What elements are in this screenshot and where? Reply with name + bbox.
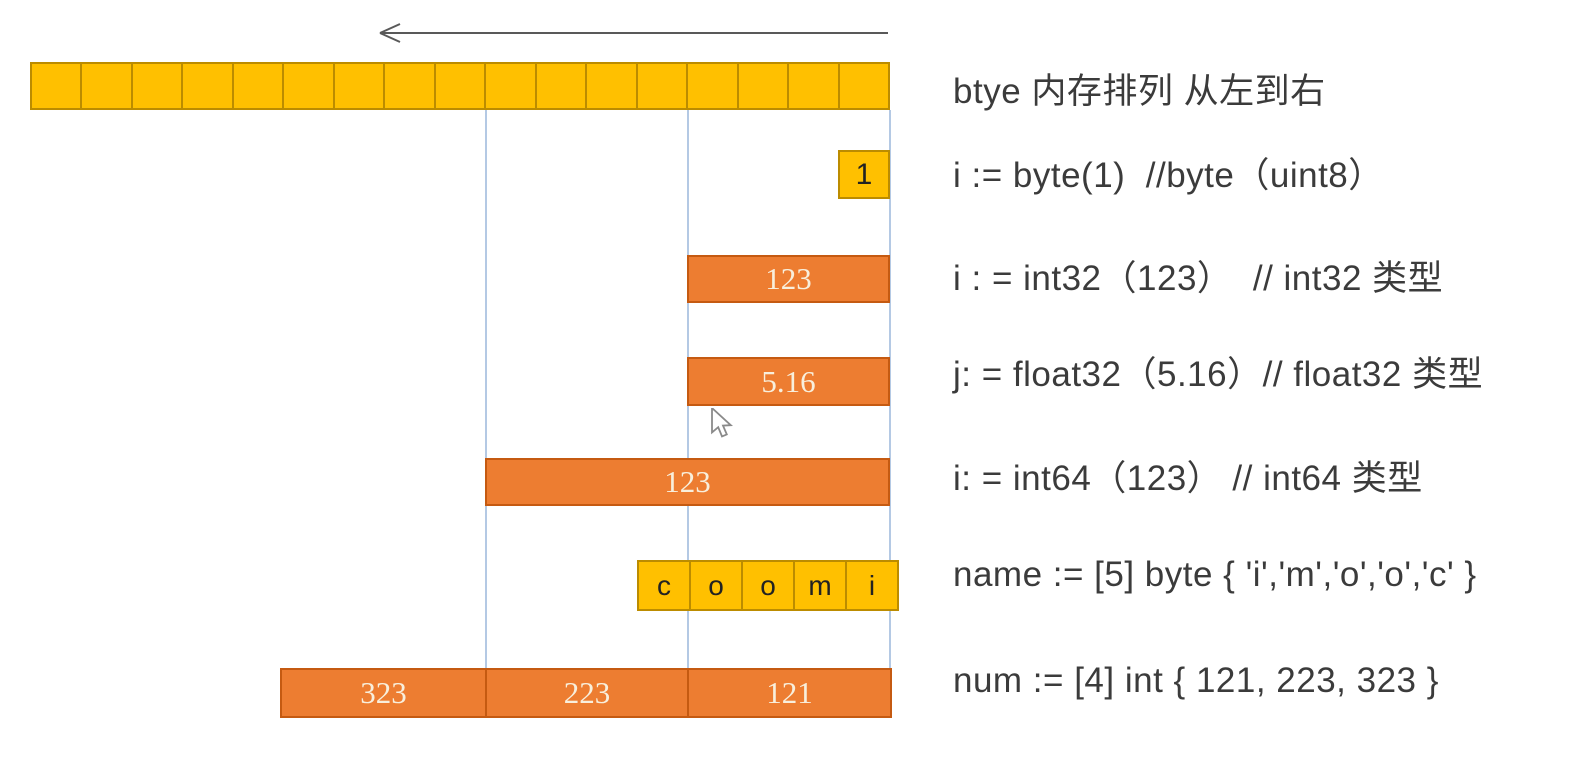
annotation-int64: i: = int64（123） // int64 类型 xyxy=(953,459,1423,498)
byte-value-box: 1 xyxy=(838,150,890,199)
int32-bar: 123 xyxy=(687,255,890,303)
mouse-cursor-icon xyxy=(711,408,733,438)
int32-value-label: 123 xyxy=(765,261,812,296)
memory-cell xyxy=(80,62,133,110)
num-segment-label: 121 xyxy=(766,675,813,710)
byte-value-label: 1 xyxy=(855,157,873,191)
memory-cell xyxy=(534,62,588,110)
int64-value-label: 123 xyxy=(664,464,711,499)
memory-cell xyxy=(383,62,436,110)
memory-cell xyxy=(686,62,739,110)
name-byte-array-row: c o o m i xyxy=(637,560,899,611)
memory-cell xyxy=(837,62,890,110)
num-segment: 223 xyxy=(485,668,689,718)
name-cell: o xyxy=(689,560,743,611)
memory-cell xyxy=(787,62,840,110)
memory-cell xyxy=(433,62,487,110)
name-cell: m xyxy=(793,560,847,611)
memory-cell xyxy=(181,62,234,110)
byte-memory-row xyxy=(30,62,890,110)
name-cell-label: i xyxy=(868,569,876,601)
memory-cell xyxy=(736,62,790,110)
name-cell-label: m xyxy=(808,569,832,601)
guide-line xyxy=(687,110,689,716)
name-cell-label: c xyxy=(657,569,671,601)
memory-cell xyxy=(282,62,335,110)
name-cell: o xyxy=(741,560,795,611)
memory-cell xyxy=(130,62,184,110)
guide-line xyxy=(889,110,891,716)
annotation-name-array: name := [5] byte { 'i','m','o','o','c' } xyxy=(953,555,1477,594)
name-cell-label: o xyxy=(760,569,776,601)
num-int-array-row: 323 223 121 xyxy=(280,668,892,718)
annotation-float32: j: = float32（5.16）// float32 类型 xyxy=(953,355,1484,394)
guide-line xyxy=(485,110,487,716)
memory-cell xyxy=(635,62,689,110)
annotation-byte: i := byte(1) //byte（uint8） xyxy=(953,156,1384,195)
annotation-byte-order: btye 内存排列 从左到右 xyxy=(953,72,1326,111)
memory-cell xyxy=(585,62,638,110)
annotation-int32: i : = int32（123） // int32 类型 xyxy=(953,259,1444,298)
float32-value-label: 5.16 xyxy=(761,363,816,399)
memory-cell xyxy=(30,62,83,110)
float32-bar: 5.16 xyxy=(687,357,890,406)
num-segment: 121 xyxy=(687,668,892,718)
memory-cell xyxy=(484,62,537,110)
left-direction-arrow xyxy=(379,23,888,43)
name-cell: i xyxy=(845,560,899,611)
name-cell: c xyxy=(637,560,691,611)
num-segment: 323 xyxy=(280,668,487,718)
memory-cell xyxy=(231,62,285,110)
num-segment-label: 323 xyxy=(360,675,407,710)
annotation-num-array: num := [4] int { 121, 223, 323 } xyxy=(953,661,1439,700)
name-cell-label: o xyxy=(708,569,724,601)
int64-bar: 123 xyxy=(485,458,890,506)
num-segment-label: 223 xyxy=(563,675,611,710)
memory-cell xyxy=(332,62,386,110)
